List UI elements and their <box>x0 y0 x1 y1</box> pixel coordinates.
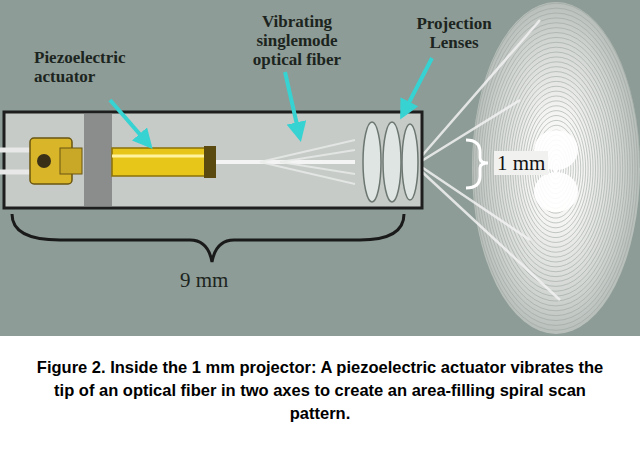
dimension-label: 1 mm <box>494 151 548 175</box>
connector <box>60 148 82 174</box>
figure-caption: Figure 2. Inside the 1 mm projector: A p… <box>36 356 604 425</box>
piezo-end <box>204 146 216 178</box>
piezo-highlight <box>112 155 214 158</box>
leader-arrow <box>285 72 300 138</box>
wire <box>0 150 32 172</box>
dimension-brace <box>12 214 404 262</box>
spiral-scan <box>473 3 640 330</box>
bright-spot <box>534 172 578 212</box>
dimension-brace <box>466 140 488 188</box>
spiral-image <box>472 2 640 334</box>
dimension-label: 9 mm <box>180 268 228 292</box>
projection-lens <box>363 122 381 202</box>
part-label: Projection Lenses <box>400 14 508 52</box>
light-cone <box>420 20 560 300</box>
spiral-line <box>473 3 640 330</box>
connector-pin <box>37 154 51 168</box>
leader-arrow <box>110 100 150 146</box>
projection-lens <box>402 124 418 200</box>
background-panel <box>0 0 640 336</box>
housing <box>4 112 422 208</box>
mount-block <box>84 114 112 206</box>
piezo-actuator <box>112 148 214 176</box>
part-label: Piezoelectric actuator <box>34 48 162 86</box>
part-label: Vibrating singlemode optical fiber <box>238 12 356 69</box>
fiber-vibration <box>260 140 355 184</box>
leader-arrow <box>402 58 432 116</box>
projection-lens <box>383 122 401 202</box>
